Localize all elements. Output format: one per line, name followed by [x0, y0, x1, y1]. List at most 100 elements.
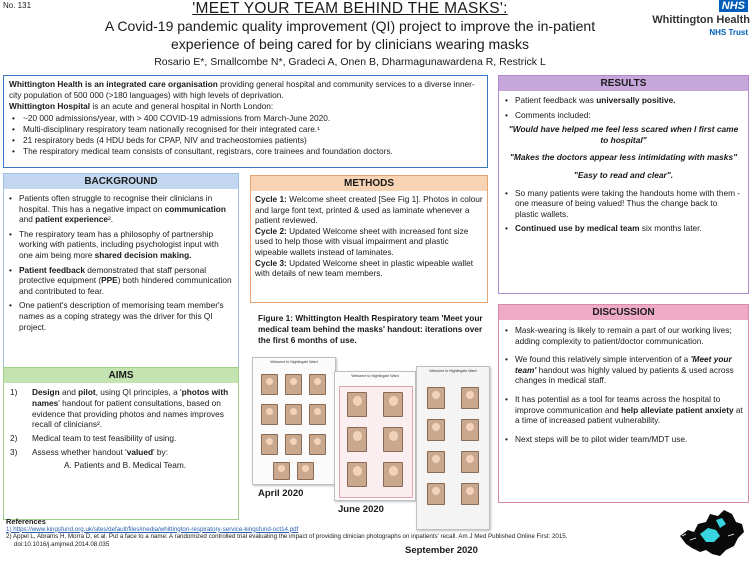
staff-photo — [461, 483, 479, 505]
bg-b1-bold2: patient experience — [35, 214, 109, 225]
aim-number: 1) — [10, 387, 18, 397]
aim3-end: ' by: — [153, 446, 169, 457]
d3-end: at a time of increased patient vulnerabi… — [515, 404, 743, 426]
methods-body: Cycle 1: Welcome sheet created [See Fig … — [251, 191, 487, 282]
organisation-trust: NHS Trust — [709, 28, 748, 37]
aim1-bold: Design — [32, 387, 60, 397]
background-bullet: The respiratory team has a philosophy of… — [7, 229, 233, 261]
bg-b1-bold: communication — [164, 203, 226, 214]
nhs-logo: NHS — [718, 0, 748, 12]
staff-photo — [297, 462, 314, 480]
figure-label-june: June 2020 — [338, 504, 384, 515]
results-bullet: Continued use by medical team six months… — [503, 223, 743, 234]
aim2-text: Medical team to test feasibility of usin… — [32, 433, 177, 444]
results-bullet: Comments included: — [503, 110, 743, 121]
poster-title: 'MEET YOUR TEAM BEHIND THE MASKS': — [192, 0, 508, 17]
staff-photo — [261, 374, 278, 395]
patient-quote: "Would have helped me feel less scared w… — [508, 124, 739, 145]
methods-header: METHODS — [251, 176, 487, 191]
staff-photo — [383, 427, 403, 452]
cycle-1-text: Welcome sheet created [See Fig 1]. Photo… — [255, 194, 483, 226]
references-heading: References — [6, 517, 46, 526]
staff-photo — [427, 387, 445, 409]
discussion-list: Mask-wearing is likely to remain a part … — [499, 320, 748, 444]
results-header: RESULTS — [499, 76, 748, 91]
bg-b1-end: ². — [108, 214, 114, 225]
d2-bold: 'Meet your team' — [515, 354, 732, 375]
aims-list: 1)Design and pilot, using QI principles,… — [4, 383, 238, 458]
subtitle-line-1: A Covid-19 pandemic quality improvement … — [104, 18, 596, 34]
figure-label-september: September 2020 — [405, 545, 478, 556]
staff-photo — [309, 374, 326, 395]
poster-number: No. 131 — [3, 1, 32, 10]
london-map-icon — [680, 510, 744, 556]
results-bullet: So many patients were taking the handout… — [503, 188, 743, 220]
staff-photo — [309, 404, 326, 425]
r1-bold: universally positive. — [596, 95, 676, 105]
bg-b3-end: ) both hindered communication and contri… — [19, 275, 232, 296]
staff-photo — [261, 404, 278, 425]
staff-photo — [427, 419, 445, 441]
staff-photo — [273, 462, 290, 480]
intro-bullet: 21 respiratory beds (4 HDU beds for CPAP… — [9, 135, 482, 146]
aim3-subitems: A. Patients and B. Medical Team. — [64, 459, 187, 470]
reference-link[interactable]: 1) https://www.kingsfund.org.uk/sites/de… — [6, 525, 299, 533]
aims-header: AIMS — [4, 368, 238, 383]
aim-item: 2)Medical team to test feasibility of us… — [8, 433, 233, 444]
staff-photo — [285, 404, 302, 425]
cycle-2-label: Cycle 2: — [255, 225, 287, 236]
discussion-bullet: Mask-wearing is likely to remain a part … — [503, 325, 743, 346]
aim-item: 1)Design and pilot, using QI principles,… — [8, 387, 233, 430]
discussion-bullet: It has potential as a tool for teams acr… — [503, 394, 743, 426]
aim-number: 3) — [10, 446, 18, 457]
staff-photo — [461, 451, 479, 473]
background-bullet: One patient's description of memorising … — [7, 300, 233, 332]
d2-text: We found this relatively simple interven… — [515, 354, 691, 365]
aims-section: AIMS 1)Design and pilot, using QI princi… — [3, 367, 239, 520]
background-bullet: Patients often struggle to recognise the… — [7, 193, 233, 225]
methods-section: METHODS Cycle 1: Welcome sheet created [… — [250, 175, 488, 303]
staff-photo — [461, 387, 479, 409]
intro-p1-bold: Whittington Health is an integrated care… — [9, 79, 218, 89]
handout-june-image: Welcome to Nightingale Ward — [334, 371, 416, 501]
organisation-name: Whittington Health — [652, 14, 750, 26]
staff-photo — [309, 434, 326, 455]
aim3-bold: valued — [126, 446, 154, 457]
patient-quote: "Easy to read and clear". — [573, 169, 674, 180]
intro-p1-text: providing general hospital and community… — [9, 79, 475, 100]
handout-april-image: Welcome to Nightingale Ward — [252, 357, 336, 485]
d2-end: handout was highly valued by patients & … — [515, 364, 734, 386]
references-section: References 1) https://www.kingsfund.org.… — [6, 518, 646, 548]
cycle-1-label: Cycle 1: — [255, 194, 287, 204]
discussion-bullet: We found this relatively simple interven… — [503, 354, 743, 386]
intro-p2-bold: Whittington Hospital — [9, 101, 91, 111]
staff-photo — [285, 374, 302, 395]
aim1-bold2: pilot — [78, 387, 96, 397]
intro-p2-text: is an acute and general hospital in Nort… — [90, 101, 274, 111]
reference-item: 2) Appel L, Abrams H, Morra D, et al. Pu… — [6, 533, 568, 541]
staff-photo — [383, 462, 403, 487]
discussion-section: DISCUSSION Mask-wearing is likely to rem… — [498, 304, 749, 503]
background-section: BACKGROUND Patients often struggle to re… — [3, 173, 239, 386]
discussion-bullet: Next steps will be to pilot wider team/M… — [503, 434, 743, 445]
intro-bullet: The respiratory medical team consists of… — [9, 146, 482, 157]
bg-b2-bold: shared decision making. — [94, 249, 192, 260]
d3-text: It has potential as a tool for teams acr… — [515, 393, 721, 415]
cycle-1: Cycle 1: Welcome sheet created [See Fig … — [255, 194, 483, 226]
background-bullet: Patient feedback demonstrated that staff… — [7, 265, 233, 297]
d3-bold: help alleviate patient anxiety — [621, 404, 734, 415]
staff-photo — [461, 419, 479, 441]
staff-photo — [261, 434, 278, 455]
poster-subtitle: A Covid-19 pandemic quality improvement … — [40, 17, 660, 53]
r1-text: Patient feedback was — [515, 95, 597, 105]
bg-b3-bold: Patient feedback — [19, 264, 85, 275]
cycle-3-label: Cycle 3: — [255, 257, 287, 268]
discussion-header: DISCUSSION — [499, 305, 748, 320]
sheet-heading: Welcome to Nightingale Ward — [429, 369, 477, 373]
r4-text: six months later. — [639, 223, 702, 234]
staff-photo — [347, 427, 367, 452]
aim-item: 3)Assess whether handout 'valued' by: — [8, 447, 233, 458]
results-bullet: Patient feedback was universally positiv… — [503, 95, 743, 106]
bg-b3-bold2: PPE — [101, 275, 118, 286]
intro-bullet: ~20 000 admissions/year, with > 400 COVI… — [9, 113, 482, 124]
